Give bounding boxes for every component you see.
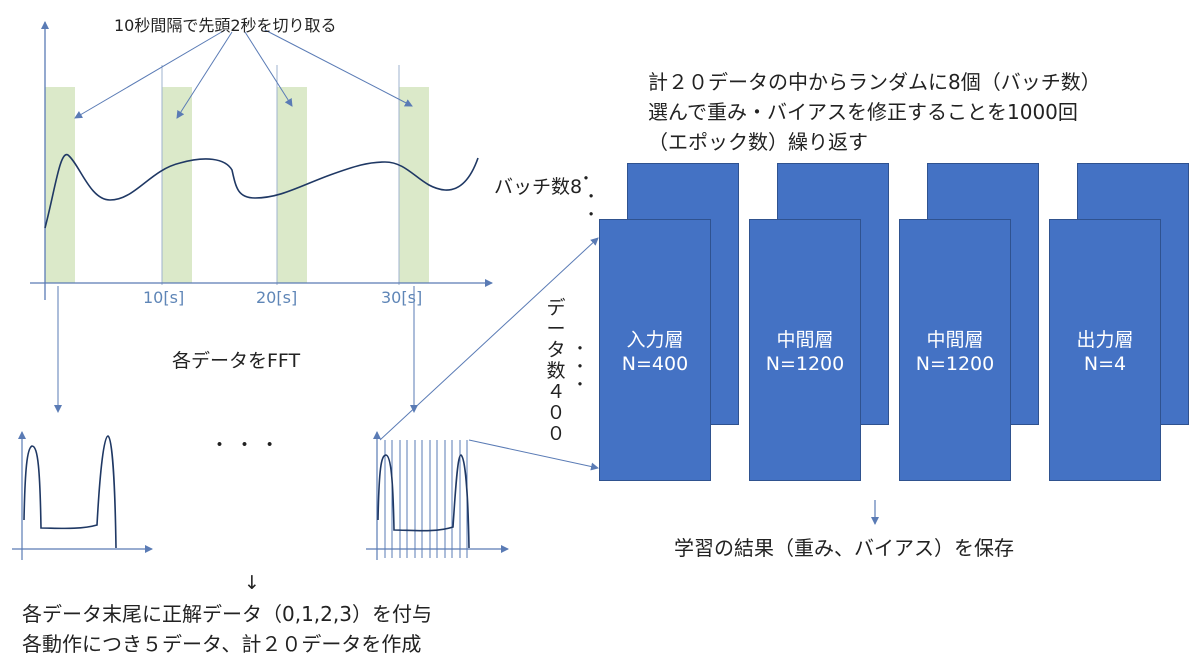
ellipsis: ・ ・ ・ bbox=[210, 434, 280, 456]
sampling-lines bbox=[384, 440, 468, 558]
down-arrow-glyph: ↓ bbox=[244, 572, 260, 594]
time-window-4 bbox=[399, 87, 429, 283]
bottom-caption-line-1: 各データ末尾に正解データ（0,1,2,3）を付与 bbox=[22, 602, 432, 626]
caption-arrow-4 bbox=[264, 29, 413, 107]
time-window-3 bbox=[277, 87, 307, 283]
caption-arrow-2 bbox=[176, 31, 233, 119]
to-input-arrow-bottom bbox=[468, 439, 599, 471]
layer-hidden-2-label: 中間層 N=1200 bbox=[915, 329, 995, 375]
fft-caption: 各データをFFT bbox=[172, 350, 301, 372]
time-window-2 bbox=[162, 87, 192, 283]
signal-waveform bbox=[44, 154, 479, 229]
layer-input-label: 入力層 N=400 bbox=[621, 329, 689, 375]
batch-dots: ・ ・ ・ bbox=[578, 169, 600, 224]
time-window-1 bbox=[45, 87, 75, 283]
batch-description-line-2: 選んで重み・バイアスを修正することを1000回 bbox=[648, 100, 1078, 124]
data-count-label: デ ー タ 数 ４ ０ ０ bbox=[546, 297, 566, 445]
batch-description-line-3: （エポック数）繰り返す bbox=[648, 130, 868, 154]
layer-output: 出力層 N=4 bbox=[1049, 219, 1161, 481]
spectrum-left-curve bbox=[23, 435, 117, 549]
spectrum-right-curve bbox=[377, 454, 470, 549]
tick-label-10s: 10[s] bbox=[143, 288, 185, 307]
tick-label-20s: 20[s] bbox=[256, 288, 298, 307]
top-caption: 10秒間隔で先頭2秒を切り取る bbox=[114, 16, 337, 35]
caption-arrow-1 bbox=[74, 29, 226, 119]
layer-hidden-1-label: 中間層 N=1200 bbox=[765, 329, 845, 375]
caption-arrow-3 bbox=[244, 31, 293, 107]
data-count-dots: ・・・ bbox=[572, 339, 589, 394]
to-input-arrow-top bbox=[379, 237, 599, 441]
layer-hidden-1: 中間層 N=1200 bbox=[749, 219, 861, 481]
batch-label: バッチ数8 bbox=[494, 176, 583, 198]
result-caption: 学習の結果（重み、バイアス）を保存 bbox=[674, 536, 1014, 560]
batch-description-line-1: 計２０データの中からランダムに8個（バッチ数） bbox=[648, 70, 1101, 94]
bottom-caption-line-2: 各動作につき５データ、計２０データを作成 bbox=[22, 632, 422, 656]
layer-output-label: 出力層 N=4 bbox=[1076, 329, 1134, 375]
layer-input: 入力層 N=400 bbox=[599, 219, 711, 481]
layer-hidden-2: 中間層 N=1200 bbox=[899, 219, 1011, 481]
tick-label-30s: 30[s] bbox=[381, 288, 423, 307]
